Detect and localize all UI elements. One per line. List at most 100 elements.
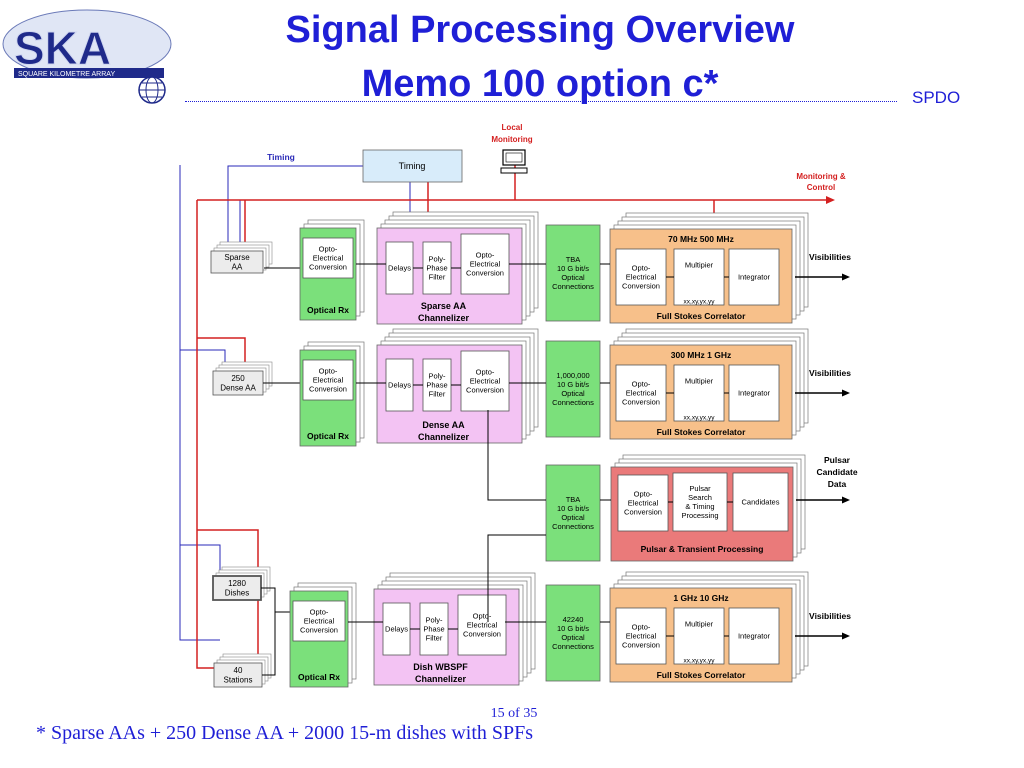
optical-rx-label: Optical Rx [307, 431, 349, 441]
monitoring-control-label: Monitoring & [796, 172, 846, 181]
opto-box [460, 233, 510, 295]
monitor-base [500, 167, 528, 174]
spdo-label: SPDO [912, 88, 961, 107]
timing-box-label: Timing [399, 161, 426, 171]
visibilities-label: Visibilities [809, 611, 851, 621]
candidates-box-label: Candidates [742, 498, 780, 507]
opto-box [615, 607, 667, 665]
correlator-header: 1 GHz 10 GHz [673, 593, 728, 603]
pulsar-arrow-head [842, 496, 850, 504]
opto-box [292, 600, 346, 642]
integrator-box-label: Integrator [738, 632, 771, 641]
optical-connections-box [545, 584, 601, 682]
correlator-footer: Full Stokes Correlator [657, 670, 746, 680]
monitoring-arrowhead [826, 196, 835, 204]
correlator-header: 70 MHz 500 MHz [668, 234, 734, 244]
correlator-footer: Full Stokes Correlator [657, 427, 746, 437]
connector-line [180, 544, 221, 575]
connector-line [197, 529, 259, 575]
opto-box [615, 248, 667, 306]
footer-note: * Sparse AAs + 250 Dense AA + 2000 15-m … [36, 722, 534, 744]
xx-label: xx,xy,yx,yy [684, 298, 716, 305]
multiplier-box [673, 607, 725, 665]
title-divider [185, 101, 897, 102]
optical-connections-box [545, 340, 601, 438]
station-box [213, 662, 263, 688]
delays-box-label: Delays [388, 264, 411, 273]
polyphase-box [422, 358, 452, 412]
optical-connections-box [545, 464, 601, 562]
connector-line [261, 587, 290, 613]
timing-box [362, 149, 463, 183]
page-number: 15 of 35 [490, 706, 538, 721]
visibilities-arrow-head [842, 273, 850, 281]
visibilities-arrow-head [842, 389, 850, 397]
slide-subtitle: Memo 100 option c* [361, 63, 719, 105]
correlator-header: 300 MHz 1 GHz [671, 350, 731, 360]
monitoring-bus [196, 200, 215, 669]
monitor-screen [505, 152, 523, 163]
local-monitoring-label: Monitoring [491, 135, 532, 144]
xx-label: xx,xy,yx,yy [684, 414, 716, 421]
multiplier-label: Multipier [685, 377, 714, 386]
visibilities-arrow-head [842, 632, 850, 640]
integrator-box-label: Integrator [738, 273, 771, 282]
visibilities-label: Visibilities [809, 368, 851, 378]
optical-rx-label: Optical Rx [307, 305, 349, 315]
local-monitoring-label: Local [502, 123, 523, 132]
connector-line [197, 337, 246, 370]
opto-box [302, 237, 354, 279]
opto-box [302, 359, 354, 401]
logo-subtitle: SQUARE KILOMETRE ARRAY [18, 71, 115, 78]
delays-box [382, 602, 411, 656]
opto-box [617, 474, 669, 532]
multiplier-label: Multipier [685, 261, 714, 270]
connector-line [487, 410, 546, 501]
connector-line [487, 534, 546, 622]
multiplier-box [673, 364, 725, 422]
candidates-box [732, 472, 789, 532]
multiplier-box [673, 248, 725, 306]
timing-bus [179, 165, 220, 641]
opto-box [460, 350, 510, 412]
multiplier-label: Multipier [685, 620, 714, 629]
opto-box [457, 594, 507, 656]
opto-box [615, 364, 667, 422]
logo-text: SKA [14, 22, 111, 74]
timing-label: Timing [267, 152, 295, 162]
connector-line [180, 349, 226, 370]
ska-logo: SKA SQUARE KILOMETRE ARRAY [2, 4, 180, 104]
station-box [212, 370, 264, 396]
integrator-box [728, 607, 780, 665]
connector-line [262, 612, 276, 676]
integrator-box-label: Integrator [738, 389, 771, 398]
optical-rx-label: Optical Rx [298, 672, 340, 682]
correlator-footer: Full Stokes Correlator [657, 311, 746, 321]
station-box [210, 250, 264, 274]
delays-box-label: Delays [385, 625, 408, 634]
slide-title: Signal Processing Overview [285, 9, 795, 51]
